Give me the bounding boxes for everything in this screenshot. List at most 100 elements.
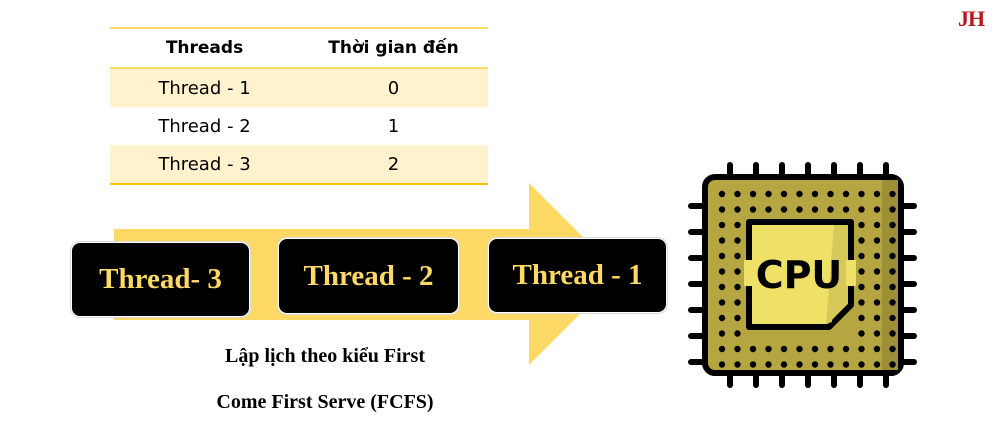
cpu-dot: [718, 314, 726, 322]
cpu-dot: [889, 361, 896, 368]
cpu-dot: [734, 314, 741, 322]
cpu-dot: [858, 190, 865, 198]
cpu-dot: [889, 190, 896, 198]
caption-line-1: Lập lịch theo kiểu First: [224, 345, 425, 367]
table-row: Thread - 3 2: [110, 145, 488, 184]
cpu-dot: [718, 206, 726, 213]
cpu-dot: [718, 252, 726, 260]
cpu-dot: [734, 252, 741, 260]
cpu-dot: [889, 221, 896, 229]
cpu-dot: [718, 345, 726, 353]
cpu-dot: [858, 299, 865, 306]
thread-box-3: Thread- 3: [71, 242, 250, 317]
cpu-dot: [873, 345, 881, 353]
cpu-dot: [827, 190, 834, 198]
cpu-dot: [734, 330, 741, 337]
table-row: Thread - 2 1: [110, 107, 488, 145]
cpu-dot: [858, 237, 865, 244]
cpu-dot: [734, 299, 741, 306]
thread-box-1: Thread - 1: [488, 238, 667, 313]
cpu-dot: [858, 206, 865, 213]
thread-name: Thread - 2: [158, 115, 251, 137]
cpu-dot: [858, 283, 865, 291]
cpu-dot: [889, 283, 896, 291]
cpu-dot: [873, 190, 881, 198]
cpu-dot: [827, 206, 834, 213]
cpu-dot: [718, 190, 726, 198]
thread-name: Thread - 1: [110, 68, 299, 107]
cpu-dot: [718, 361, 726, 368]
cpu-dot: [796, 206, 803, 213]
cpu-dot: [858, 361, 865, 368]
cpu-dot: [873, 283, 881, 291]
cpu-dot: [780, 206, 788, 213]
thread-box-label: Thread- 3: [99, 263, 222, 295]
cpu-dot: [873, 330, 881, 337]
cpu-dot: [873, 252, 881, 260]
cpu-dot: [749, 190, 757, 198]
cpu-dot: [765, 206, 772, 213]
cpu-dot: [858, 314, 865, 322]
logo: JH: [958, 6, 985, 31]
cpu-dot: [889, 345, 896, 353]
cpu-dot: [765, 361, 772, 368]
cpu-dot: [873, 221, 881, 229]
cpu-dot: [780, 345, 788, 353]
cpu-dot: [873, 268, 881, 275]
cpu-dot: [734, 283, 741, 291]
cpu-dot: [842, 190, 850, 198]
cpu-dot: [734, 268, 741, 275]
cpu-dot: [889, 237, 896, 244]
cpu-dot: [718, 237, 726, 244]
cpu-dot: [796, 345, 803, 353]
cpu-dot: [811, 361, 819, 368]
header-threads: Threads: [110, 28, 299, 69]
cpu-dot: [718, 268, 726, 275]
cpu-dot: [858, 268, 865, 275]
table-row: Thread - 1 0: [110, 68, 488, 107]
cpu-dot: [827, 345, 834, 353]
cpu-dot: [749, 361, 757, 368]
cpu-dot: [842, 361, 850, 368]
cpu-dot: [780, 361, 788, 368]
cpu-dot: [858, 221, 865, 229]
cpu-dot: [873, 237, 881, 244]
cpu-dot: [718, 283, 726, 291]
cpu-dot: [718, 330, 726, 337]
cpu-dot: [796, 190, 803, 198]
cpu-dot: [889, 206, 896, 213]
cpu-dot: [889, 299, 896, 306]
arrival-time-table: Threads Thời gian đến Thread - 1 0 Threa…: [110, 27, 488, 185]
cpu-dot: [858, 330, 865, 337]
cpu-dot: [889, 314, 896, 322]
cpu-dot: [734, 190, 741, 198]
cpu-dot: [873, 299, 881, 306]
arrival-time: 2: [299, 145, 488, 184]
thread-box-label: Thread - 1: [512, 259, 643, 291]
cpu-dot: [873, 361, 881, 368]
cpu-dot: [873, 314, 881, 322]
cpu-dot: [749, 206, 757, 213]
caption-line-2: Come First Serve (FCFS): [216, 391, 434, 413]
cpu-dot: [811, 345, 819, 353]
cpu-dot: [827, 361, 834, 368]
cpu-dot: [889, 252, 896, 260]
cpu-dot: [811, 190, 819, 198]
cpu-dot: [734, 221, 741, 229]
cpu-dot: [718, 299, 726, 306]
thread-box-label: Thread - 2: [303, 259, 434, 292]
cpu-dot: [749, 345, 757, 353]
cpu-dot: [842, 206, 850, 213]
cpu-dot: [734, 237, 741, 244]
cpu-dot: [873, 206, 881, 213]
arrival-time: 1: [387, 115, 400, 137]
cpu-dot: [780, 190, 788, 198]
cpu-dot: [718, 221, 726, 229]
cpu-dot: [734, 345, 741, 353]
table-header-row: Threads Thời gian đến: [110, 28, 488, 69]
cpu-dot: [858, 252, 865, 260]
arrival-time: 0: [299, 68, 488, 107]
cpu-dot: [796, 361, 803, 368]
cpu-dot: [842, 345, 850, 353]
cpu-dot: [765, 345, 772, 353]
